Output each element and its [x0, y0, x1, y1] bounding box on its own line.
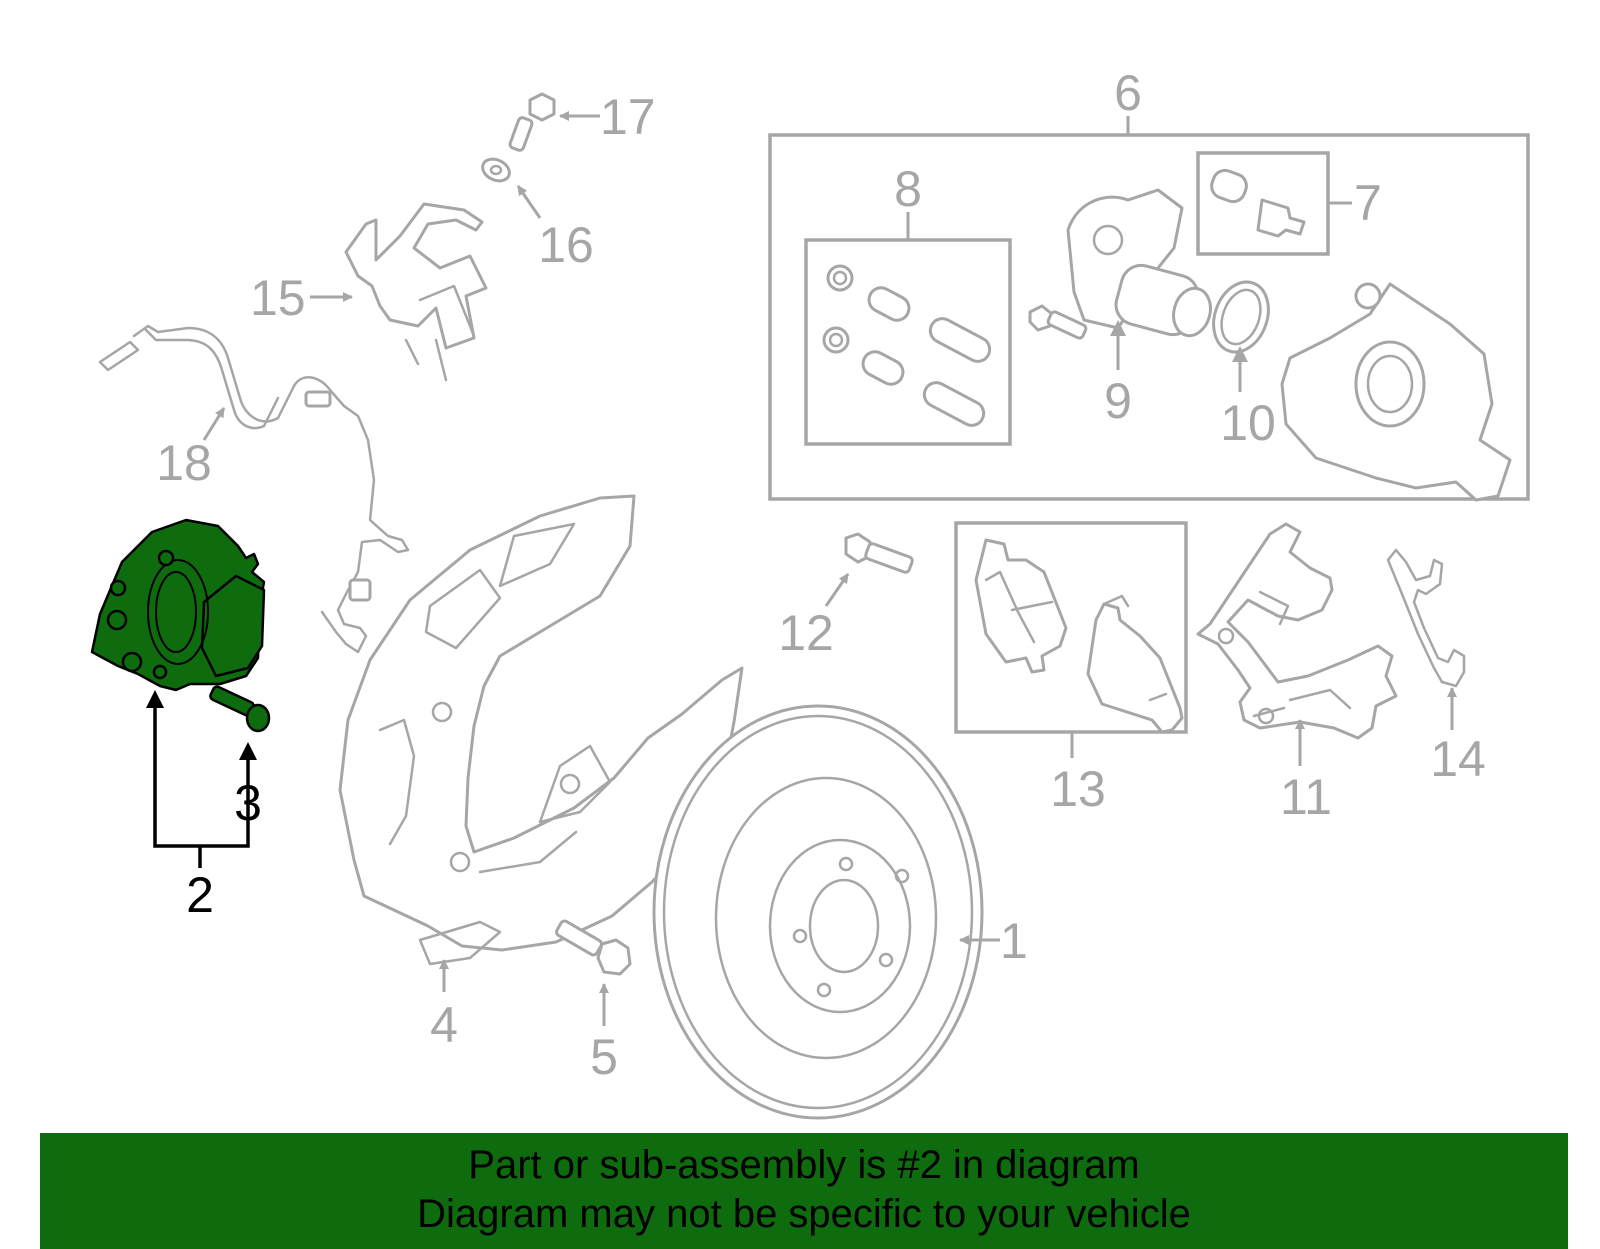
- brake-hose-clip[interactable]: [1386, 548, 1466, 688]
- callout-17[interactable]: 17: [600, 89, 656, 145]
- callout-11[interactable]: 11: [1280, 769, 1332, 825]
- callout-5[interactable]: 5: [590, 1029, 618, 1085]
- motor-bolt[interactable]: [1028, 304, 1088, 340]
- callout-7[interactable]: 7: [1354, 175, 1382, 231]
- brake-pads[interactable]: [974, 538, 1184, 734]
- callout-10[interactable]: 10: [1220, 395, 1276, 451]
- bolt-5[interactable]: [555, 919, 632, 976]
- o-ring[interactable]: [1204, 274, 1277, 359]
- guide-pin-kit[interactable]: [822, 264, 994, 430]
- wheel-hub-assembly[interactable]: [90, 518, 266, 692]
- callout-18[interactable]: 18: [156, 435, 212, 491]
- callout-2[interactable]: 2: [186, 867, 214, 923]
- caliper-assembly-box: [768, 133, 1530, 501]
- highlight-banner: Part or sub-assembly is #2 in diagram Di…: [40, 1133, 1568, 1249]
- callout-8[interactable]: 8: [894, 161, 922, 217]
- caliper-body[interactable]: [1280, 282, 1512, 502]
- banner-line-2: Diagram may not be specific to your vehi…: [417, 1192, 1191, 1236]
- callout-16[interactable]: 16: [538, 217, 594, 273]
- caliper-bracket[interactable]: [1196, 522, 1398, 740]
- callout-9[interactable]: 9: [1104, 373, 1132, 429]
- hub-bolt[interactable]: [209, 685, 271, 733]
- bleeder-kit[interactable]: [1208, 167, 1306, 238]
- callout-14[interactable]: 14: [1430, 731, 1486, 787]
- bolt-12[interactable]: [844, 532, 914, 574]
- bolt-17[interactable]: [508, 92, 556, 152]
- bracket-15[interactable]: [344, 202, 488, 382]
- callout-15[interactable]: 15: [250, 270, 306, 326]
- callout-6[interactable]: 6: [1114, 65, 1142, 121]
- parking-brake-motor[interactable]: [1066, 188, 1216, 340]
- callout-4[interactable]: 4: [430, 997, 458, 1053]
- banner-line-1: Part or sub-assembly is #2 in diagram: [468, 1143, 1140, 1187]
- washer-16[interactable]: [479, 155, 513, 185]
- callout-12[interactable]: 12: [778, 605, 834, 661]
- callout-13[interactable]: 13: [1050, 761, 1106, 817]
- abs-sensor-harness[interactable]: [98, 324, 410, 654]
- callout-1[interactable]: 1: [1000, 913, 1028, 969]
- brake-rotor[interactable]: [652, 704, 984, 1120]
- callout-3[interactable]: 3: [234, 775, 262, 831]
- dust-shield[interactable]: [338, 494, 744, 966]
